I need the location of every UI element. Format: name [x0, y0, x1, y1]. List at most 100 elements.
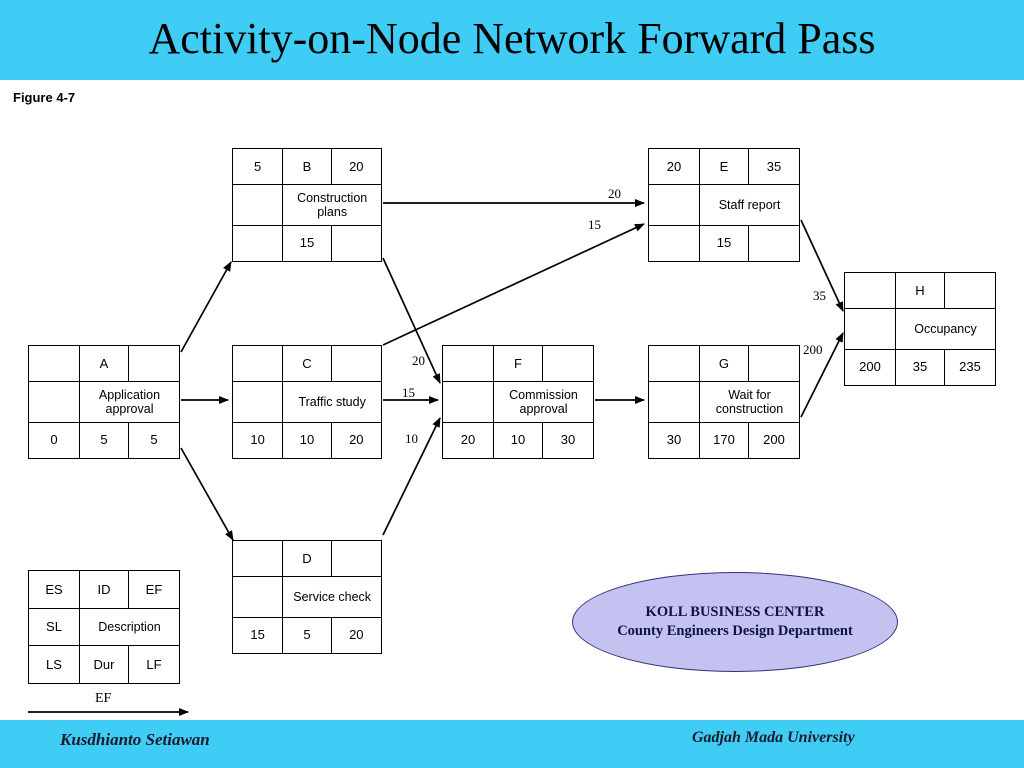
node-C-row-top: C: [233, 346, 381, 382]
footer-institution: Gadjah Mada University: [692, 729, 855, 746]
node-B[interactable]: 5 B 20 Construction plans 15: [232, 148, 382, 262]
edge-label-d-f: 10: [405, 431, 418, 446]
node-C-ls: 10: [250, 432, 265, 448]
edge-label-g-h: 200: [803, 342, 823, 357]
node-D-ls: 15: [250, 627, 265, 643]
node-E-es: 20: [666, 158, 682, 174]
legend-axis-label: EF: [95, 691, 112, 706]
node-E[interactable]: 20 E 35 Staff report 15: [648, 148, 800, 262]
node-F-ef: [543, 346, 593, 381]
node-H-ls: 200: [859, 359, 881, 375]
node-C-dur: 10: [282, 422, 332, 458]
node-A-sl: [29, 382, 79, 421]
node-A-ef: [129, 346, 179, 381]
edge-c-e: [382, 223, 645, 346]
node-A-id: A: [79, 346, 129, 382]
node-H-row-bottom: 200 35 235: [845, 349, 995, 385]
legend-es: ES: [45, 581, 63, 597]
node-F-dur: 10: [493, 422, 543, 458]
legend-description: Description: [79, 609, 179, 645]
callout-line-2: County Engineers Design Department: [617, 623, 853, 639]
node-C-sl: [233, 382, 282, 421]
node-C[interactable]: C Traffic study 10 10 20: [232, 345, 382, 459]
node-D-id: D: [282, 541, 332, 577]
legend-ef: EF: [145, 581, 163, 597]
node-D-es: [233, 541, 282, 576]
node-D-row-mid: Service check: [233, 576, 381, 618]
node-B-row-mid: Construction plans: [233, 184, 381, 226]
header-band: [0, 0, 1024, 80]
node-B-ef: 20: [349, 158, 364, 174]
node-E-ls: [649, 226, 699, 261]
node-E-id: E: [699, 149, 749, 185]
figure-label: Figure 4-7: [13, 90, 76, 105]
node-B-lf: [332, 226, 381, 261]
edge-label-b-f: 20: [412, 353, 425, 368]
node-G-es: [649, 346, 699, 381]
edge-label-b-e: 20: [608, 186, 621, 201]
legend-sl: SL: [46, 619, 62, 634]
callout-line-1: KOLL BUSINESS CENTER: [645, 604, 825, 620]
node-B-description: Construction plans: [282, 185, 381, 225]
node-D-sl: [233, 577, 282, 616]
edge-label-e-h: 35: [813, 288, 826, 303]
node-C-es: [233, 346, 282, 381]
node-E-lf: [749, 226, 799, 261]
node-F[interactable]: F Commission approval 20 10 30: [442, 345, 594, 459]
node-H-id: H: [895, 273, 945, 309]
node-G-row-bottom: 30 170 200: [649, 422, 799, 458]
node-G-ef: [749, 346, 799, 381]
node-A-ls: 0: [50, 432, 58, 448]
node-D-ef: [332, 541, 381, 576]
node-A-row-bottom: 0 5 5: [29, 422, 179, 458]
page-title: Activity-on-Node Network Forward Pass: [148, 14, 876, 63]
node-G-lf: 200: [763, 432, 785, 448]
node-C-lf: 20: [349, 432, 364, 448]
legend-dur: Dur: [79, 646, 129, 683]
node-B-id: B: [282, 149, 332, 185]
node-A-row-top: A: [29, 346, 179, 382]
node-H-description: Occupancy: [895, 309, 995, 349]
node-D-dur: 5: [282, 617, 332, 653]
node-F-row-bottom: 20 10 30: [443, 422, 593, 458]
node-H-row-mid: Occupancy: [845, 308, 995, 350]
node-C-row-bottom: 10 10 20: [233, 422, 381, 458]
node-A-dur: 5: [79, 422, 129, 458]
node-G-description: Wait for construction: [699, 382, 799, 422]
node-H-es: [845, 273, 895, 308]
node-B-row-bottom: 15: [233, 225, 381, 261]
node-D-lf: 20: [349, 627, 364, 643]
node-B-ls: [233, 226, 282, 261]
node-C-row-mid: Traffic study: [233, 381, 381, 423]
node-A-lf: 5: [150, 432, 158, 448]
node-H[interactable]: H Occupancy 200 35 235: [844, 272, 996, 386]
edge-a-b: [180, 261, 232, 353]
node-H-ef: [945, 273, 995, 308]
node-C-description: Traffic study: [282, 382, 381, 422]
node-F-row-mid: Commission approval: [443, 381, 593, 423]
node-B-es: 5: [254, 158, 262, 174]
legend-key-box: ES ID EF SL Description LS Dur LF: [28, 570, 180, 684]
node-B-dur: 15: [282, 225, 332, 261]
legend-ls: LS: [46, 656, 62, 672]
legend-id: ID: [79, 571, 129, 608]
node-D[interactable]: D Service check 15 5 20: [232, 540, 382, 654]
node-H-sl: [845, 309, 895, 348]
legend-lf: LF: [146, 656, 162, 672]
node-F-ls: 20: [460, 432, 476, 448]
legend-row-bottom: LS Dur LF: [29, 646, 179, 683]
node-G-dur: 170: [699, 422, 749, 458]
node-E-row-top: 20 E 35: [649, 149, 799, 185]
node-F-lf: 30: [560, 432, 576, 448]
node-A-description: Application approval: [79, 382, 179, 422]
node-A-es: [29, 346, 79, 381]
node-G-id: G: [699, 346, 749, 382]
node-E-row-mid: Staff report: [649, 184, 799, 226]
node-G-row-top: G: [649, 346, 799, 382]
node-G[interactable]: G Wait for construction 30 170 200: [648, 345, 800, 459]
edge-label-c-f: 15: [402, 385, 415, 400]
node-C-id: C: [282, 346, 332, 382]
node-B-row-top: 5 B 20: [233, 149, 381, 185]
node-A[interactable]: A Application approval 0 5 5: [28, 345, 180, 459]
